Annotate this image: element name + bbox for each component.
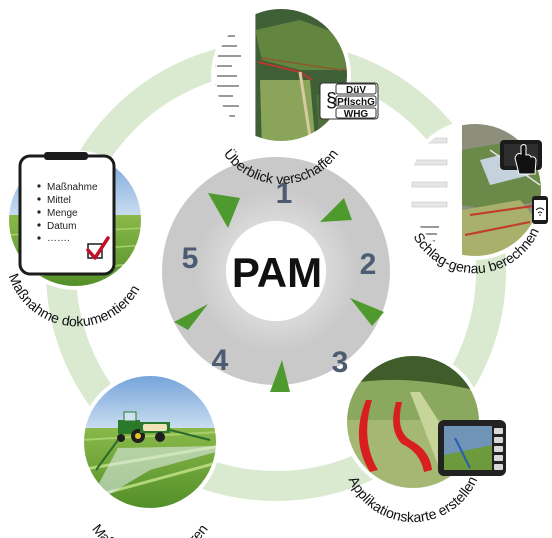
arrow-3 <box>350 298 384 326</box>
arrow-1 <box>208 193 240 228</box>
stage-1-overview-image <box>211 5 351 145</box>
step-number-2: 2 <box>360 248 377 281</box>
regulation-stack: § DüV PflschG WHG <box>319 82 379 120</box>
stage-label-execute: Maßnahme ausführen <box>89 521 210 538</box>
step-number-5: 5 <box>182 242 199 275</box>
doc-list-item-ellipsis: ……. <box>47 233 70 244</box>
check-mark-icon <box>86 236 110 260</box>
doc-list-item-menge: Menge <box>47 208 78 219</box>
regulation-item-whg: WHG <box>344 109 369 120</box>
smartphone-icon <box>532 196 548 224</box>
doc-list-item-massnahme: Maßnahme <box>47 182 98 193</box>
arrow-2 <box>320 198 352 222</box>
tractor-icon <box>95 411 211 471</box>
regulation-section-symbol: § <box>326 90 337 112</box>
terminal-display-icon <box>438 420 506 476</box>
cycle-arrows <box>174 193 384 392</box>
tablet-touch-icon <box>500 140 542 175</box>
center-disc <box>226 221 326 321</box>
regulation-item-duev: DüV <box>346 85 366 96</box>
arrow-5 <box>174 304 208 330</box>
doc-list-item-datum: Datum <box>47 221 76 232</box>
center-title: PAM <box>232 249 322 296</box>
step-number-4: 4 <box>212 344 229 377</box>
arrow-4 <box>270 360 290 392</box>
step-number-1: 1 <box>276 177 293 210</box>
step-number-3: 3 <box>332 346 349 379</box>
stage-4-execute-image <box>80 372 220 512</box>
inner-ring <box>162 157 390 385</box>
checklist-clipboard: Maßnahme Mittel Menge Datum ……. <box>18 152 116 276</box>
regulation-item-pflschg: PflschG <box>337 97 375 108</box>
doc-list-item-mittel: Mittel <box>47 195 71 206</box>
